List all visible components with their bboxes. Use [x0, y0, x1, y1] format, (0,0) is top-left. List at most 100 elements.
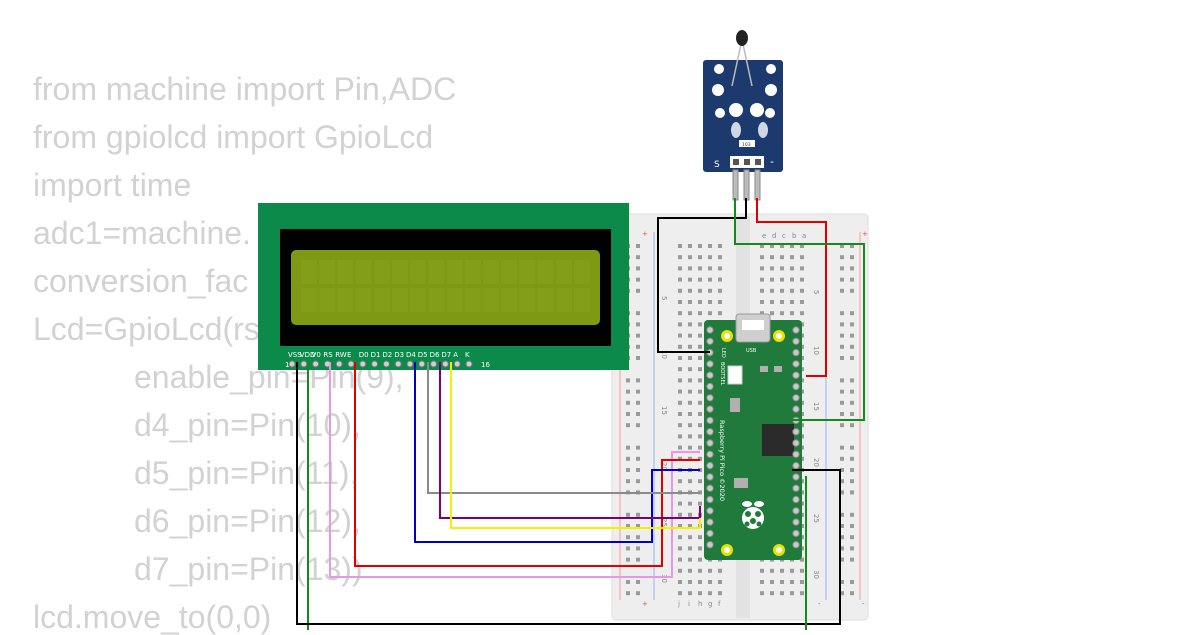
code-line: import time	[33, 167, 192, 203]
breadboard-hole	[678, 356, 682, 360]
lcd-pin	[382, 360, 390, 368]
breadboard-hole	[708, 568, 712, 573]
breadboard-hole	[850, 344, 854, 349]
breadboard-hole	[678, 535, 682, 540]
breadboard-hole	[790, 568, 794, 573]
lcd-pin-label: D1	[371, 351, 381, 359]
breadboard-hole	[626, 557, 630, 562]
pico-pin	[792, 461, 800, 470]
breadboard-hole	[688, 389, 692, 394]
breadboard-hole	[636, 389, 640, 394]
wire-red-sensor	[756, 198, 827, 377]
pico-pin	[706, 439, 714, 447]
breadboard-hole	[770, 591, 774, 596]
breadboard-hole	[636, 255, 640, 260]
breadboard-hole	[636, 277, 640, 282]
breadboard-hole	[780, 311, 784, 316]
lcd-char-cell	[392, 260, 408, 284]
breadboard-hole	[718, 244, 722, 248]
breadboard-hole	[698, 255, 702, 260]
sensor-pin	[743, 169, 750, 201]
breadboard-hole	[688, 266, 692, 271]
breadboard-hole	[688, 344, 692, 349]
lcd-pin	[418, 360, 426, 368]
thermistor-icon	[736, 30, 748, 46]
breadboard-hole	[840, 490, 844, 495]
breadboard-hole	[780, 255, 784, 260]
breadboard-hole	[626, 535, 630, 540]
breadboard-hole	[850, 512, 854, 517]
pico-pin	[792, 428, 800, 436]
temperature-sensor-module: 103 S -	[703, 30, 783, 201]
lcd-pin-label: RW	[335, 351, 347, 359]
lcd-char-cell	[519, 288, 536, 312]
breadboard-hole	[760, 255, 764, 260]
breadboard-hole	[840, 456, 844, 461]
row-number: 10	[660, 350, 668, 359]
breadboard-hole	[770, 580, 774, 584]
breadboard-hole	[688, 378, 692, 383]
breadboard-hole	[688, 546, 692, 551]
breadboard-hole	[840, 288, 844, 293]
breadboard-hole	[760, 244, 764, 248]
breadboard-hole	[698, 356, 702, 360]
breadboard-hole	[840, 524, 844, 528]
breadboard-hole	[718, 255, 722, 260]
breadboard-hole	[626, 389, 630, 394]
breadboard-hole	[718, 591, 722, 596]
bootsel-button[interactable]	[727, 365, 743, 385]
pico-pin	[706, 495, 714, 504]
column-letter: i	[688, 600, 690, 608]
lcd-pin	[312, 360, 320, 368]
pico-pin	[706, 529, 714, 538]
breadboard-hole	[688, 356, 692, 360]
lcd-char-cell	[319, 260, 336, 284]
breadboard-hole	[636, 445, 640, 450]
breadboard-hole	[698, 546, 702, 551]
code-line: lcd.move_to(0,0)	[33, 599, 272, 635]
breadboard-hole	[708, 266, 712, 271]
row-number: 10	[812, 346, 820, 355]
breadboard-hole	[688, 456, 692, 461]
breadboard-hole	[840, 412, 844, 416]
breadboard-hole	[678, 423, 682, 428]
breadboard-hole	[678, 255, 682, 260]
wire-green-sensor	[734, 198, 865, 421]
lcd-pin	[406, 360, 414, 368]
lcd-pin-label: D5	[418, 351, 428, 359]
breadboard-hole	[840, 468, 844, 472]
column-letter: b	[792, 232, 797, 240]
breadboard-hole	[780, 300, 784, 304]
lcd-char-cell	[464, 288, 481, 312]
breadboard-hole	[688, 311, 692, 316]
breadboard-hole	[636, 512, 640, 517]
breadboard-hole	[718, 568, 722, 573]
pico-pin	[792, 507, 800, 515]
breadboard-hole	[698, 244, 702, 248]
breadboard-hole	[800, 244, 804, 248]
breadboard-hole	[698, 389, 702, 394]
breadboard-hole	[850, 591, 854, 596]
rail-minus-label: -	[818, 600, 821, 608]
pico-pin	[792, 337, 800, 345]
breadboard-hole	[626, 378, 630, 383]
breadboard-hole	[840, 512, 844, 517]
breadboard-hole	[708, 591, 712, 596]
breadboard-hole	[840, 535, 844, 540]
breadboard-hole	[790, 580, 794, 584]
lcd-pin	[394, 360, 402, 368]
breadboard-hole	[688, 512, 692, 517]
component	[734, 478, 748, 488]
lcd-screen	[291, 250, 600, 325]
pico-pin	[706, 416, 714, 425]
breadboard-hole	[770, 568, 774, 573]
breadboard-hole	[688, 400, 692, 405]
mounting-hole-icon	[721, 330, 785, 556]
lcd-pin-label: RS	[323, 351, 333, 359]
breadboard-hole	[678, 412, 682, 416]
breadboard-hole	[850, 288, 854, 293]
breadboard-hole	[718, 580, 722, 584]
breadboard-hole	[678, 266, 682, 271]
code-line: Lcd=GpioLcd(rs	[33, 311, 260, 347]
breadboard-hole	[850, 546, 854, 551]
